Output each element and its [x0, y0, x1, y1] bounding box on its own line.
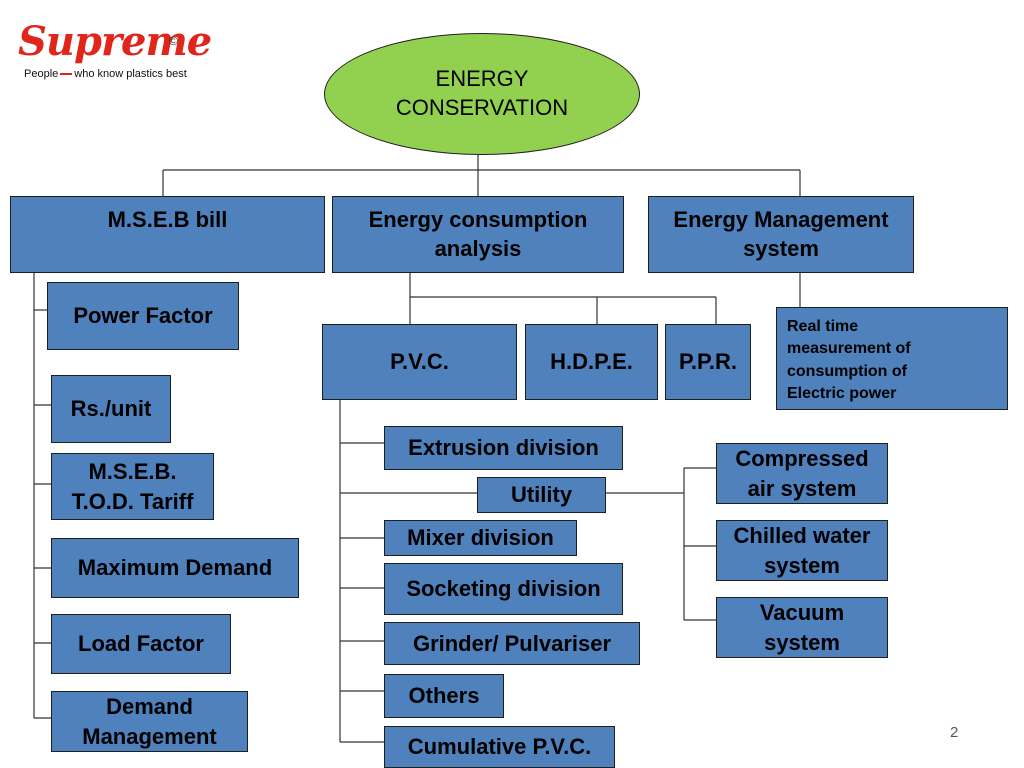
box-rs-unit: Rs./unit	[51, 375, 171, 443]
box-load-factor: Load Factor	[51, 614, 231, 674]
box-extrusion-division: Extrusion division	[384, 426, 623, 470]
box-grinder-pulvariser: Grinder/ Pulvariser	[384, 622, 640, 665]
logo-tagline-rest: who know plastics best	[74, 68, 187, 80]
box-mixer-division: Mixer division	[384, 520, 577, 556]
box-hdpe: H.D.P.E.	[525, 324, 658, 400]
logo-copyright-mark: ©	[169, 34, 178, 48]
swoosh-icon	[60, 73, 73, 76]
box-tod-tariff: M.S.E.B. T.O.D. Tariff	[51, 453, 214, 520]
box-mseb-bill: M.S.E.B bill	[10, 196, 325, 273]
root-energy-conservation: ENERGY CONSERVATION	[324, 33, 640, 155]
box-ppr: P.P.R.	[665, 324, 751, 400]
page-number: 2	[950, 724, 959, 741]
box-real-time-measurement: Real time measurement of consumption of …	[776, 307, 1008, 410]
box-pvc: P.V.C.	[322, 324, 517, 400]
logo-tagline-people: People	[24, 68, 59, 80]
box-chilled-water-system: Chilled water system	[716, 520, 888, 581]
box-energy-management-system: Energy Management system	[648, 196, 914, 273]
box-power-factor: Power Factor	[47, 282, 239, 350]
box-socketing-division: Socketing division	[384, 563, 623, 615]
box-others: Others	[384, 674, 504, 718]
box-maximum-demand: Maximum Demand	[51, 538, 299, 598]
box-energy-consumption-analysis: Energy consumption analysis	[332, 196, 624, 273]
box-demand-management: Demand Management	[51, 691, 248, 752]
box-cumulative-pvc: Cumulative P.V.C.	[384, 726, 615, 768]
logo-wordmark: Supreme	[18, 18, 212, 65]
supreme-logo: Supreme © People who know plastics best	[18, 18, 212, 88]
box-compressed-air-system: Compressed air system	[716, 443, 888, 504]
box-vacuum-system: Vacuum system	[716, 597, 888, 658]
box-utility: Utility	[477, 477, 606, 513]
logo-tagline: People who know plastics best	[24, 68, 187, 80]
